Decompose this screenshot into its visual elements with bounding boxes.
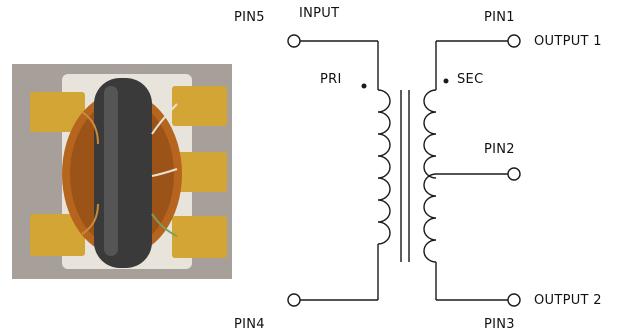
pin4-terminal bbox=[287, 293, 301, 307]
pin3-terminal bbox=[507, 293, 521, 307]
pin1-terminal bbox=[507, 34, 521, 48]
sec-label: SEC bbox=[457, 72, 484, 87]
pri-label: PRI bbox=[320, 72, 342, 87]
pin4-label: PIN4 bbox=[234, 317, 265, 332]
primary-coil bbox=[377, 89, 391, 245]
pin5-terminal bbox=[287, 34, 301, 48]
pin1-label: PIN1 bbox=[484, 10, 515, 25]
pin3-label: PIN3 bbox=[484, 317, 515, 332]
input-label: INPUT bbox=[299, 6, 340, 21]
secondary-coil-upper bbox=[423, 89, 437, 179]
secondary-coil-lower bbox=[423, 173, 437, 263]
sec-polarity-dot bbox=[443, 78, 449, 84]
pin5-label: PIN5 bbox=[234, 10, 265, 25]
output2-label: OUTPUT 2 bbox=[534, 293, 602, 308]
pin2-terminal bbox=[507, 167, 521, 181]
transformer-photo bbox=[12, 64, 232, 279]
pin2-label: PIN2 bbox=[484, 142, 515, 157]
pri-polarity-dot bbox=[361, 83, 367, 89]
output1-label: OUTPUT 1 bbox=[534, 34, 602, 49]
